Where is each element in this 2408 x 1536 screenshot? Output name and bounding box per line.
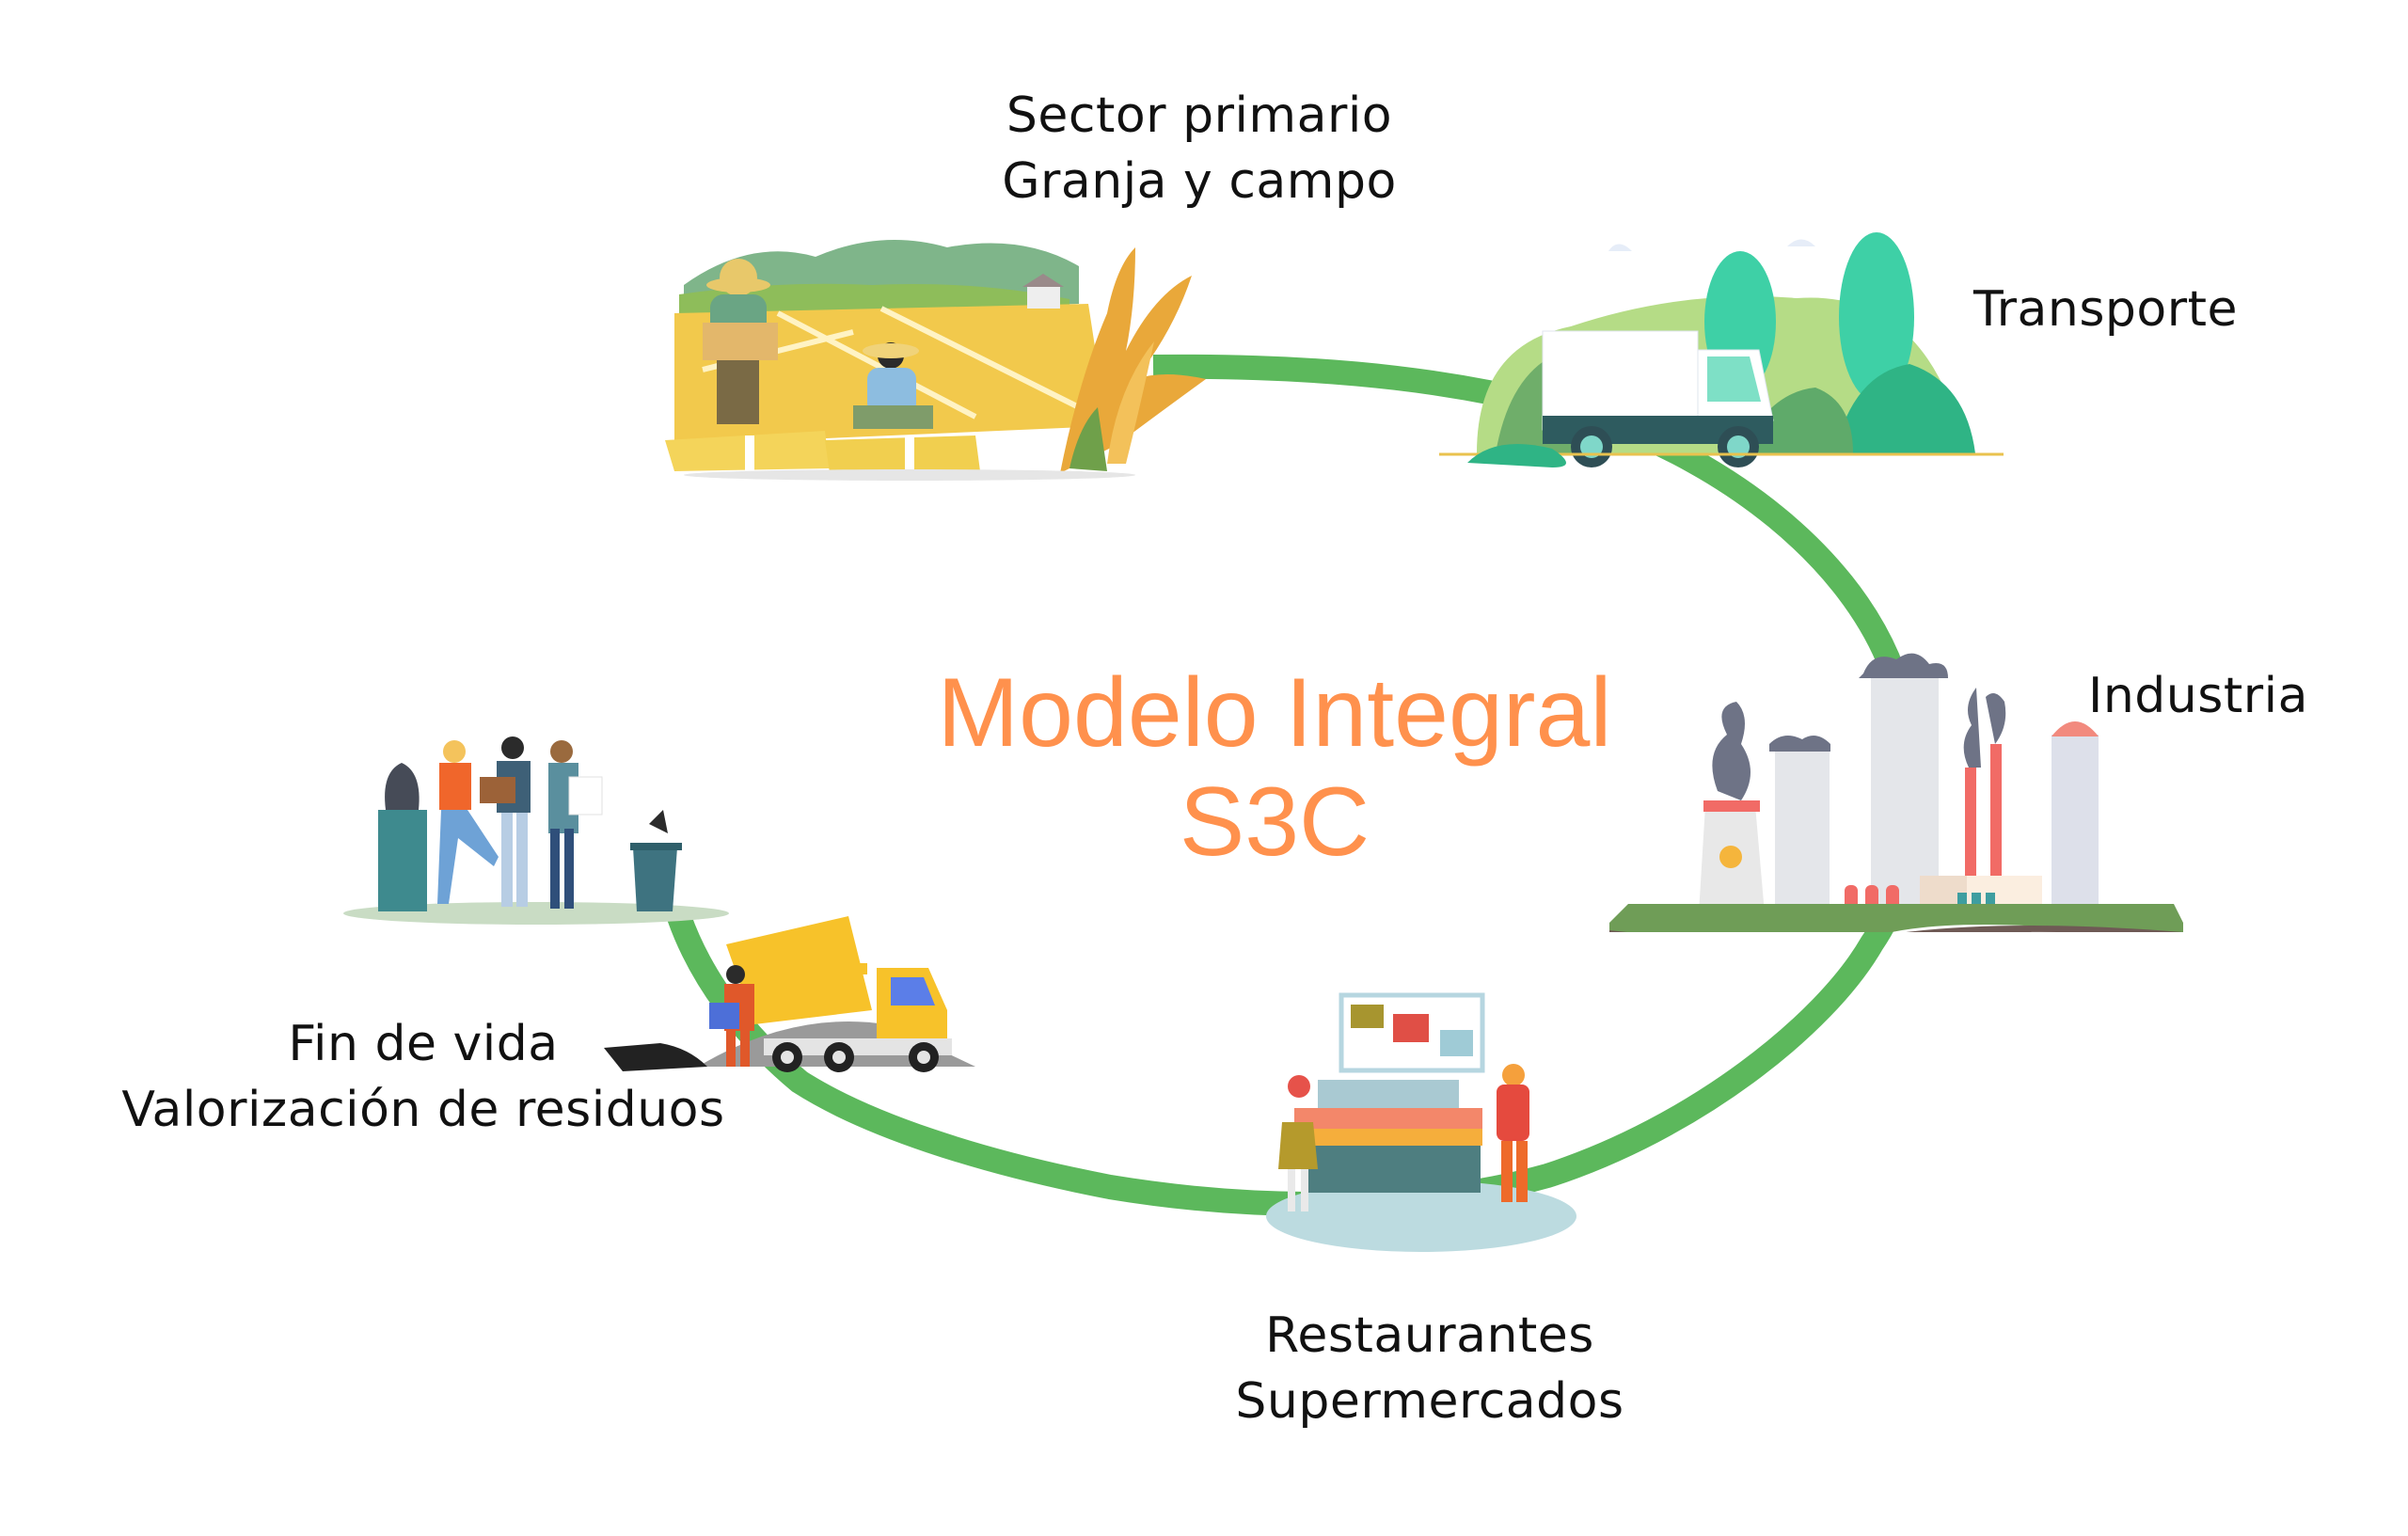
factory-illustration bbox=[1609, 653, 2183, 932]
stage-label-industry-line1: Industria bbox=[2088, 668, 2308, 724]
stage-label-end-of-life-line2: Valorización de residuos bbox=[121, 1082, 725, 1138]
stage-label-end-of-life: Fin de vida Valorización de residuos bbox=[94, 1011, 752, 1143]
diagram-title: Modelo Integral S3C bbox=[804, 658, 1745, 877]
stage-label-end-of-life-line1: Fin de vida bbox=[288, 1016, 559, 1072]
stage-label-primary-line1: Sector primario bbox=[1006, 87, 1393, 144]
farm-illustration bbox=[665, 240, 1206, 481]
truck-illustration bbox=[1439, 232, 2004, 467]
stage-label-retail-line1: Restaurantes bbox=[1265, 1307, 1594, 1364]
stage-label-retail: Restaurantes Supermercados bbox=[1195, 1303, 1665, 1434]
dump-truck-illustration bbox=[604, 916, 975, 1072]
diagram-title-line2: S3C bbox=[1179, 768, 1370, 877]
recycling-illustration bbox=[343, 736, 729, 925]
stage-label-primary: Sector primario Granja y campo bbox=[964, 83, 1434, 214]
stage-label-retail-line2: Supermercados bbox=[1235, 1373, 1624, 1430]
stage-label-transport: Transporte bbox=[1973, 277, 2238, 342]
stage-label-transport-line1: Transporte bbox=[1973, 281, 2238, 338]
stage-label-industry: Industria bbox=[2088, 663, 2308, 729]
stage-label-primary-line2: Granja y campo bbox=[1002, 153, 1397, 210]
diagram-title-line1: Modelo Integral bbox=[937, 658, 1612, 768]
food-counter-illustration bbox=[1266, 992, 1576, 1252]
